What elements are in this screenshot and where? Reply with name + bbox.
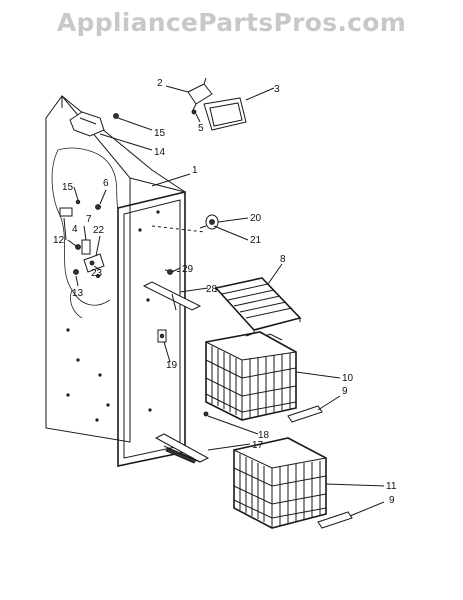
callout-labels: 2 3 5 15 14 1 15 6 20 7 22 4 12 21 23 29… [53, 78, 397, 506]
callout-6: 6 [103, 178, 109, 189]
watermark-logo: AppliancePartsPros.com [56, 8, 407, 37]
component-7 [81, 239, 91, 255]
callout-14: 14 [154, 147, 166, 158]
cover-part-3 [203, 97, 247, 131]
callout-8: 8 [280, 254, 286, 265]
component-6 [95, 204, 101, 210]
callout-1: 1 [192, 165, 198, 176]
thermostat-part-2-5 [187, 77, 213, 115]
callout-9-upper: 9 [342, 386, 348, 397]
wire-shelf-part-8 [214, 277, 302, 334]
freezer-liner [45, 95, 206, 467]
callout-20: 20 [250, 213, 262, 224]
callout-13: 13 [72, 288, 84, 299]
callout-21: 21 [250, 235, 262, 246]
switch-part-19 [157, 329, 167, 343]
callout-28: 28 [206, 284, 218, 295]
damper-housing-part-14 [69, 111, 105, 137]
callout-9-lower: 9 [389, 495, 395, 506]
callout-10: 10 [342, 373, 354, 384]
callout-15-left: 15 [62, 182, 74, 193]
component-12 [59, 207, 73, 217]
component-13 [73, 269, 79, 275]
callout-11: 11 [386, 481, 397, 492]
basket-handle-part-9-upper [287, 405, 323, 423]
basket-handle-part-9-lower [317, 511, 353, 529]
freezer-basket-part-10 [205, 331, 297, 421]
callout-5: 5 [198, 123, 204, 134]
callout-7: 7 [86, 214, 92, 225]
freezer-basket-part-11 [233, 437, 327, 529]
callout-15-top: 15 [154, 128, 166, 139]
component-4 [75, 244, 81, 250]
callout-12: 12 [53, 235, 65, 246]
leader-lines [63, 85, 385, 517]
shelf-bracket-part-28-29 [142, 269, 202, 311]
callout-22: 22 [93, 225, 105, 236]
callout-23: 23 [91, 268, 103, 279]
slide-rail-part-17-18 [154, 411, 210, 464]
callout-17: 17 [252, 440, 264, 451]
callout-29: 29 [182, 264, 194, 275]
callout-18: 18 [258, 430, 270, 441]
callout-2: 2 [157, 78, 163, 89]
screw-15-left [75, 199, 81, 205]
liner-mounting-holes [66, 210, 160, 422]
back-wall-components [59, 199, 105, 278]
callout-19: 19 [166, 360, 178, 371]
callout-3: 3 [274, 84, 280, 95]
screw-15-top [113, 113, 119, 119]
callout-4: 4 [72, 224, 78, 235]
